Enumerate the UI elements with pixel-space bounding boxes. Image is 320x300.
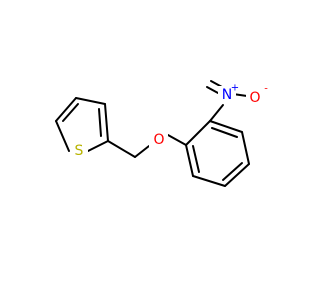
sulfur-atom-label: S: [75, 143, 84, 159]
bond-c3-c2-inner: [98, 108, 102, 137]
bond-c2-c3: [209, 120, 243, 133]
bond-c5-c4-inner: [62, 103, 79, 122]
ether-oxygen-label-mask: [149, 131, 168, 150]
bond-c1-c2: [185, 120, 211, 146]
bond-c4-c5: [224, 163, 250, 187]
bond-c2-ch2: [107, 140, 136, 158]
molecule-diagram: S O N + O -: [55, 80, 268, 187]
bond-c3-c4: [241, 131, 250, 165]
bond-c6-c1-inner: [192, 145, 200, 173]
bond-c5-c6: [192, 175, 226, 187]
bond-c4-c5-inner: [222, 162, 243, 181]
sulfur-label-mask: [70, 142, 88, 160]
bond-n-o-top-second: [206, 86, 219, 94]
nitro-oxygen-charge: -: [264, 84, 268, 95]
bond-c4-c3: [75, 97, 106, 105]
bond-c6-c1: [185, 144, 194, 177]
bond-c2-n: [209, 104, 224, 122]
bond-o-c1: [167, 134, 187, 146]
bond-s-c5: [55, 120, 70, 152]
nitro-nitrogen-charge: +: [231, 83, 239, 94]
bond-ch2-o: [134, 145, 150, 158]
nitro-nitrogen-label-mask: [218, 86, 236, 104]
bond-c2-c3-inner: [211, 127, 238, 138]
nitro-nitrogen-atom-label: N: [222, 87, 232, 103]
nitro-oxygen-atom-label: O: [249, 90, 260, 106]
ether-oxygen-atom-label: O: [153, 132, 164, 148]
bond-c3-c2: [104, 103, 109, 142]
nitro-oxygen-label-mask: [246, 89, 264, 107]
bond-c5-c4: [55, 97, 77, 122]
atom-labels: S O N + O -: [70, 83, 268, 160]
bond-c2-s: [87, 140, 109, 152]
bonds: [55, 80, 250, 187]
